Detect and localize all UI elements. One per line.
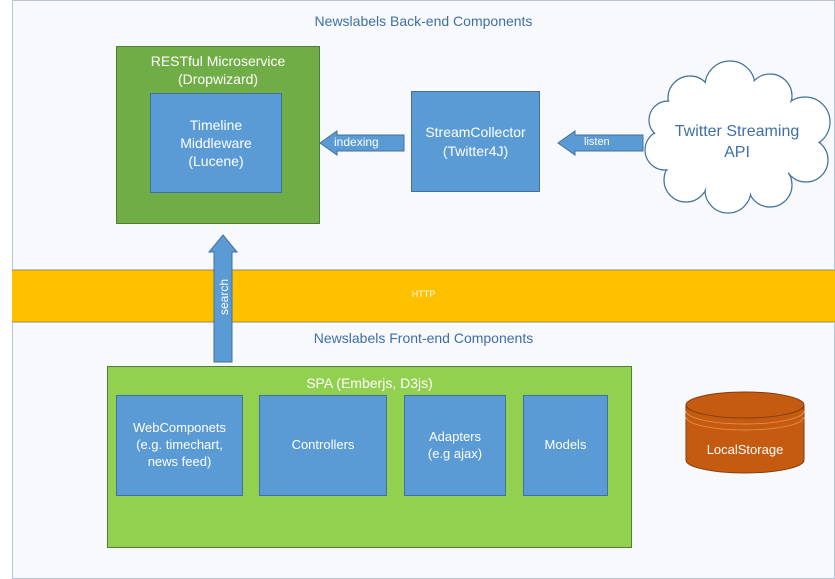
models-box: Models — [523, 395, 608, 496]
indexing-label: indexing — [334, 135, 379, 149]
frontend-title: Newslabels Front-end Components — [313, 330, 534, 346]
indexing-arrow — [319, 130, 405, 156]
spa-label: SPA (Emberjs, D3js) — [306, 375, 433, 391]
web-components-box: WebComponets (e.g. timechart, news feed) — [116, 395, 243, 496]
timeline-middleware-box: Timeline Middleware (Lucene) — [150, 93, 282, 193]
listen-label: listen — [584, 136, 610, 148]
listen-arrow — [557, 130, 644, 156]
backend-title: Newslabels Back-end Components — [314, 13, 533, 29]
search-label: search — [217, 278, 231, 316]
adapters-box: Adapters (e.g ajax) — [404, 395, 506, 496]
http-label: HTTP — [411, 289, 436, 299]
controllers-box: Controllers — [259, 395, 387, 496]
local-storage-cylinder — [685, 391, 805, 474]
restful-microservice-label: RESTful Microservice (Dropwizard) — [150, 53, 286, 88]
search-arrow — [207, 234, 239, 363]
twitter-api-label: Twitter Streaming API — [674, 123, 800, 161]
stream-collector-box: StreamCollector (Twitter4J) — [411, 91, 540, 192]
http-band: HTTP — [12, 270, 835, 322]
twitter-cloud-fill — [646, 62, 829, 212]
local-storage-label: LocalStorage — [706, 441, 784, 457]
